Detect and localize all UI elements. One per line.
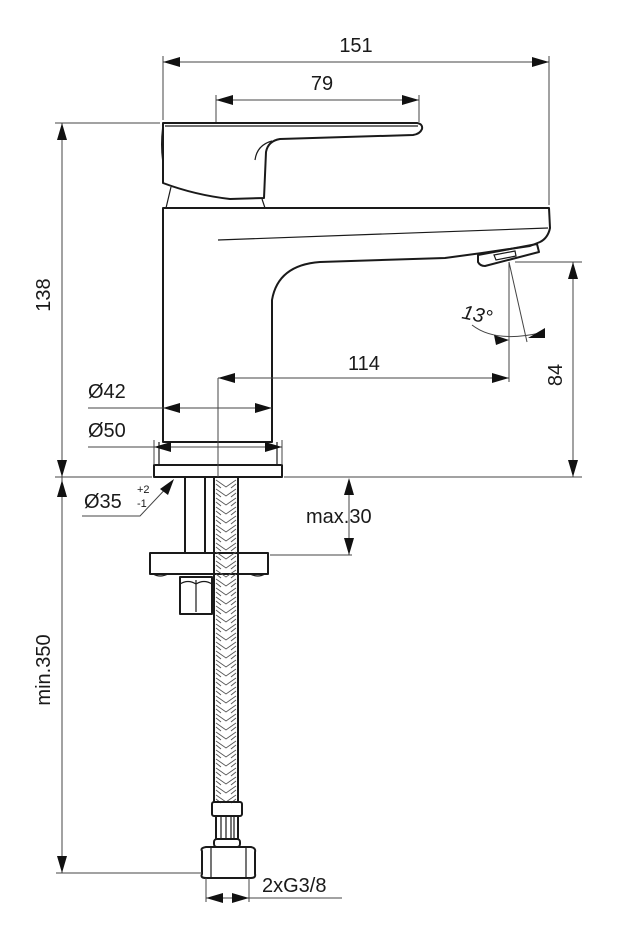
hose-braid-segment	[215, 641, 237, 651]
dim-label-13deg: 13°	[460, 301, 494, 329]
hose-braid-segment	[215, 713, 237, 723]
lever-left-edge	[161, 127, 164, 161]
dim-overall-length: 151	[162, 35, 550, 205]
hose-braid-segment	[215, 749, 237, 759]
hose-braid-segment	[215, 659, 237, 669]
dim-label-114: 114	[348, 353, 380, 375]
hose-braid-segment	[215, 488, 237, 498]
dim-label-diam35: Ø35	[84, 491, 122, 513]
aerator	[477, 243, 540, 267]
lever-curl	[254, 140, 273, 161]
dim-hole-diameter: Ø35 +2 -1	[82, 479, 174, 517]
hex-nut-facets	[179, 580, 213, 612]
hex-nut	[179, 576, 213, 615]
hose-collar	[213, 838, 241, 848]
hose-braid-segment	[215, 569, 237, 579]
hose-braid-segment	[215, 740, 237, 750]
dim-max-counter-thickness: max.30	[270, 478, 372, 556]
hose-braid-segment	[215, 479, 237, 489]
union-nut	[200, 846, 257, 879]
dim-spout-reach: 114	[217, 262, 510, 477]
hose-braid-segment	[215, 623, 237, 633]
dim-label-diam35-tol-minus: -1	[137, 498, 147, 510]
dim-connection-thread: 2xG3/8	[205, 875, 342, 903]
union-nut-facets	[210, 848, 247, 877]
hose-braid-segment	[215, 578, 237, 588]
spout-crease-line	[217, 227, 549, 241]
dim-label-connection: 2xG3/8	[262, 875, 326, 897]
hose-braid-segment	[215, 776, 237, 786]
mounting-assembly	[149, 476, 269, 879]
hose-braid-segment	[215, 551, 237, 561]
dim-spout-height: 84	[284, 261, 582, 478]
dim-overall-height: 138	[33, 122, 160, 478]
lever-handle	[162, 122, 424, 200]
lever-joint	[165, 186, 266, 209]
dim-lever-length: 79	[215, 73, 420, 122]
hose-braid-segment	[215, 677, 237, 687]
hose-braid-segment	[215, 506, 237, 516]
hose-braid-segment	[215, 542, 237, 552]
hose-braid-segment	[215, 497, 237, 507]
mounting-plate-lower	[152, 573, 266, 577]
dim-body-diameter: Ø42	[88, 381, 272, 413]
hose-braid-segment	[215, 758, 237, 768]
dim-spray-angle: 13°	[460, 261, 545, 345]
hose-braid-segment	[215, 704, 237, 714]
mounting-plate	[149, 552, 269, 575]
hose-braid-segment	[215, 668, 237, 678]
threaded-rod	[184, 476, 206, 554]
hose-braid-segment	[215, 650, 237, 660]
hose-braid-segment	[215, 614, 237, 624]
dim-label-151: 151	[339, 35, 372, 57]
hose-braid-segment	[215, 722, 237, 732]
hose-braid-segment	[215, 632, 237, 642]
hose-braid-segment	[215, 731, 237, 741]
hose-braid-segment	[215, 605, 237, 615]
hose-braid-segment	[215, 533, 237, 543]
hose-braid-segment	[215, 587, 237, 597]
dim-label-diam35-tol-plus: +2	[137, 484, 150, 496]
aerator-insert	[493, 250, 517, 261]
hose-braid-segment	[215, 767, 237, 777]
hose-braid-segment	[215, 686, 237, 696]
faucet-body	[153, 122, 551, 478]
dim-label-84: 84	[545, 364, 567, 386]
dim-label-max30: max.30	[306, 506, 372, 528]
dim-label-diam42: Ø42	[88, 381, 126, 403]
dim-min-hose-length: min.350	[33, 477, 202, 874]
dim-label-79-text: 79	[311, 73, 333, 95]
spout-body	[162, 207, 551, 443]
hose-braid-segment	[215, 785, 237, 795]
dim-label-diam50: Ø50	[88, 420, 126, 442]
hose-braid-segment	[215, 596, 237, 606]
hose-crimp	[215, 815, 239, 840]
braided-hose	[213, 476, 239, 804]
hose-ferrule	[211, 801, 243, 817]
hose-braid-segment	[215, 560, 237, 570]
dim-label-min350: min.350	[33, 634, 55, 705]
hose-braid-segment	[215, 524, 237, 534]
hose-braid-segment	[215, 515, 237, 525]
hose-braid-segment	[215, 695, 237, 705]
dim-label-138: 138	[33, 278, 55, 311]
dim-base-diameter: Ø50	[88, 420, 283, 465]
